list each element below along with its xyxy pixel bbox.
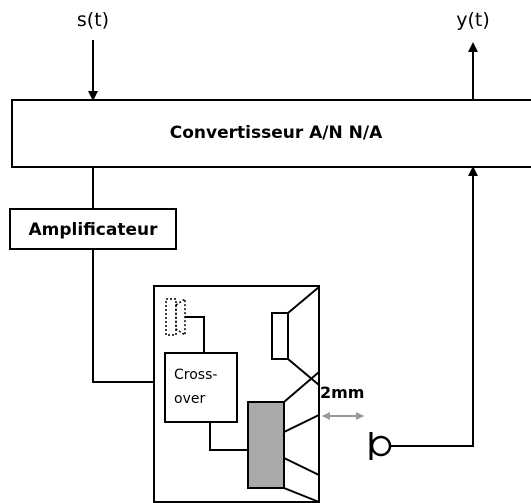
microphone-icon [370,435,392,457]
woofer-cone-top [283,371,320,403]
mic-to-converter-wire [390,166,478,447]
converter-block [11,99,531,168]
woofer-cone-bottom [283,487,320,503]
midrange-magnet [271,312,289,360]
output-signal-label: y(t) [456,9,490,31]
crossover-to-woofer-wire [209,422,248,451]
input-signal-label: s(t) [77,9,109,31]
midrange-cone-bottom [287,358,320,386]
converter-label: Convertisseur A/N N/A [170,123,383,143]
midrange-cone-top [287,286,320,314]
crossover-block [164,352,238,423]
woofer-inner-line-bottom [283,457,320,476]
woofer-inner-line-top [283,414,320,433]
tweeter-wire [185,316,205,353]
dotted-tweeter-cone [175,297,186,337]
crossover-label-line2: over [174,391,205,407]
woofer-magnet [247,401,285,489]
amplifier-label: Amplificateur [29,220,159,240]
crossover-label-line1: Cross- [174,367,217,383]
amp-to-crossover-wire [92,249,165,383]
distance-label: 2mm [320,383,364,402]
